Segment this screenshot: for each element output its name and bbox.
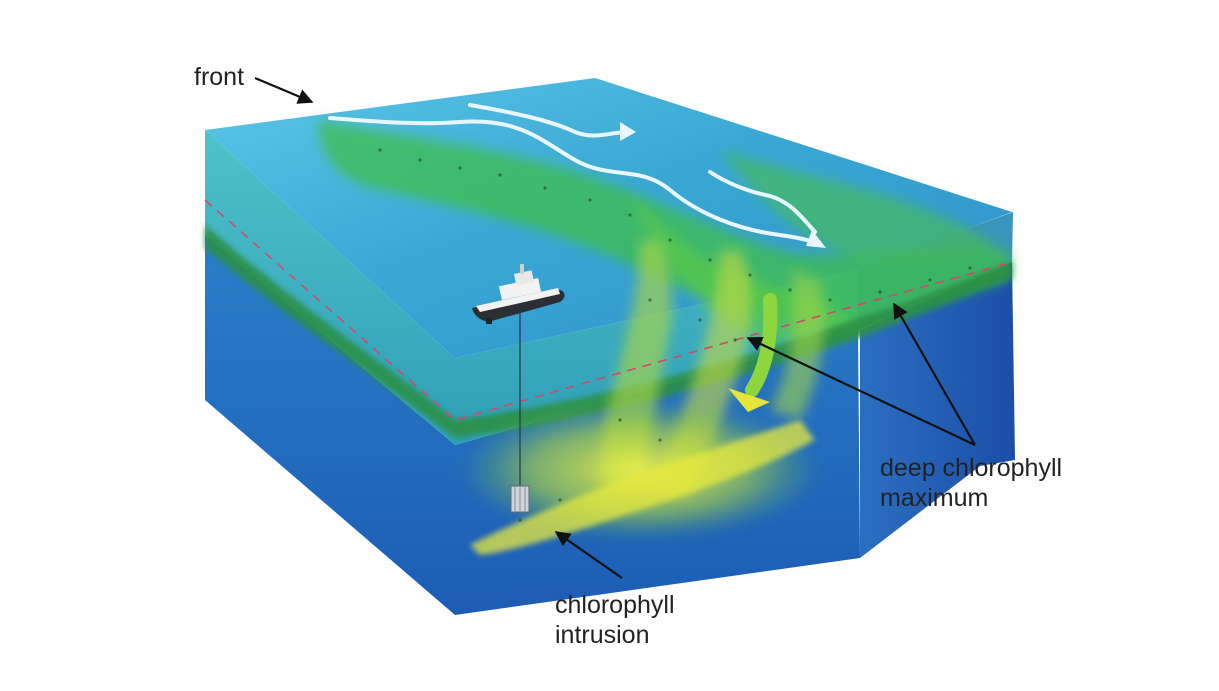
particle-dots <box>378 148 972 522</box>
dcm-pointer-1 <box>746 336 976 446</box>
depth-dashed-lines <box>204 199 1013 421</box>
chlorophyll-intrusion <box>460 400 820 555</box>
label-deep-chlorophyll-maximum-line1: deep chlorophyll <box>880 454 1063 482</box>
subduction-arrow-icon <box>728 293 778 412</box>
flow-arrow-icon <box>328 103 822 247</box>
ship-icon <box>472 264 565 324</box>
intrusion-pointer <box>554 531 623 579</box>
deep-layer-side-face <box>860 262 1015 558</box>
dcm-pointer-2 <box>893 302 976 446</box>
annotation-arrows <box>254 76 976 579</box>
label-front: front <box>194 63 245 91</box>
front-pointer <box>254 76 314 104</box>
label-chlorophyll-intrusion-line2: intrusion <box>555 621 650 649</box>
instrument-package-icon <box>510 485 530 513</box>
label-deep-chlorophyll-maximum-line2: maximum <box>880 484 989 512</box>
label-chlorophyll-intrusion-line1: chlorophyll <box>555 591 675 619</box>
deep-chlorophyll-maximum-band <box>205 225 1012 438</box>
flow-arrowheads <box>620 122 826 248</box>
